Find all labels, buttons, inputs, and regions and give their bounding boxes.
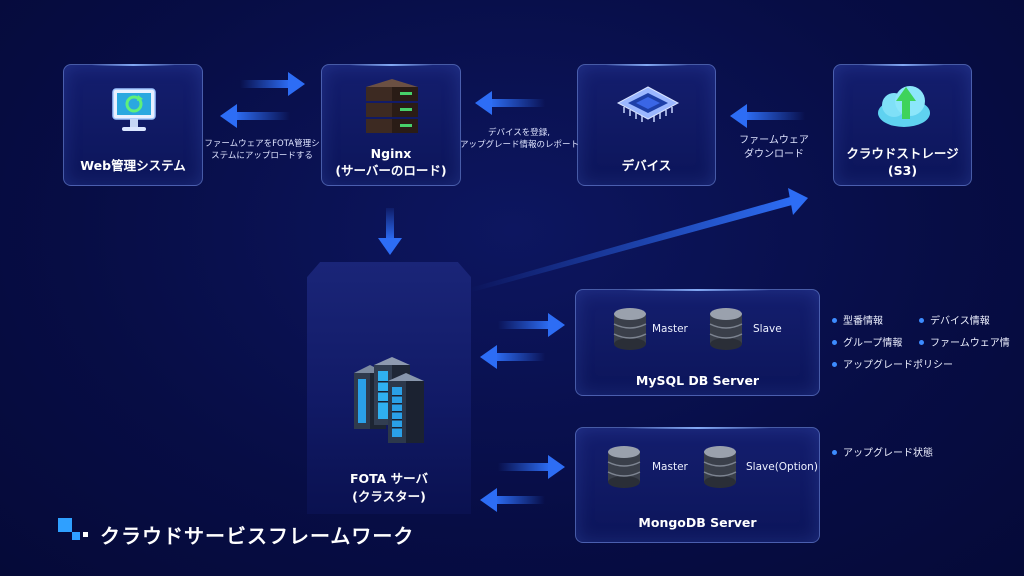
- database-master-icon: [607, 446, 641, 488]
- arrow-mysql-to-fota: [480, 345, 545, 369]
- download-note-line-2: ダウンロード: [744, 149, 804, 160]
- cloud-upload-icon: [878, 86, 930, 127]
- download-note-line-1: ファームウェア: [739, 135, 809, 146]
- mysql-title: MySQL DB Server: [635, 373, 760, 388]
- database-slave-icon: [709, 308, 743, 350]
- web-management-node: Web管理システム: [63, 64, 203, 186]
- fota-title: FOTA サーバ: [349, 471, 429, 486]
- legend-text: 型番情報: [843, 316, 883, 327]
- mongo-title: MongoDB Server: [638, 515, 757, 530]
- upload-note: ファームウェアをFOTA管理シ ステムにアップロードする: [204, 138, 320, 162]
- chip-icon: [616, 86, 680, 122]
- nginx-subtitle: (サーバーのロード): [335, 163, 447, 178]
- brand-logo-icon: [58, 518, 88, 540]
- bullet-icon: [919, 339, 924, 345]
- bullet-icon: [832, 339, 837, 345]
- download-note: ファームウェア ダウンロード: [730, 134, 818, 162]
- arrow-fota-to-cloud: [470, 188, 808, 292]
- legend-text: デバイス情報: [930, 316, 990, 327]
- bullet-icon: [919, 317, 924, 323]
- arrow-cloud-to-device: [730, 104, 805, 128]
- upload-note-line-2: ステムにアップロードする: [211, 151, 313, 161]
- legend-text: ファームウェア情: [930, 338, 1010, 349]
- cloud-storage-title: クラウドストレージ: [846, 146, 959, 161]
- cloud-storage-node: クラウドストレージ (S3): [833, 64, 972, 186]
- arrow-nginx-to-fota: [378, 208, 402, 255]
- database-master-icon: [613, 308, 647, 350]
- arrow-nginx-to-web: [220, 104, 290, 128]
- bullet-icon: [832, 317, 837, 323]
- mysql-legend-item: アップグレードポリシー: [832, 356, 953, 371]
- legend-text: アップグレードポリシー: [843, 360, 953, 371]
- device-label: デバイス: [621, 158, 672, 173]
- footer-title: クラウドサービスフレームワーク: [100, 524, 415, 548]
- mysql-legend-item: グループ情報: [832, 334, 902, 349]
- register-note: デバイスを登録, アップグレード情報のレポート: [460, 127, 580, 151]
- mongodb-node: Master Slave(Option) MongoDB Server: [575, 427, 820, 543]
- bullet-icon: [832, 361, 837, 367]
- mongo-master-label: Master: [652, 461, 688, 473]
- mysql-legend-item: デバイス情報: [919, 312, 990, 327]
- mongo-slave-label: Slave(Option): [746, 461, 818, 473]
- nginx-node: Nginx (サーバーのロード): [321, 64, 461, 186]
- mysql-slave-label: Slave: [753, 323, 782, 335]
- mysql-legend-item: ファームウェア情: [919, 334, 1010, 349]
- mysql-node: Master Slave MySQL DB Server: [575, 289, 820, 396]
- mongo-legend-item: アップグレード状態: [832, 444, 933, 459]
- legend-text: アップグレード状態: [843, 448, 933, 459]
- database-slave-icon: [703, 446, 737, 488]
- arrow-mongo-to-fota: [480, 488, 545, 512]
- mysql-master-label: Master: [652, 323, 688, 335]
- cloud-storage-subtitle: (S3): [887, 163, 918, 178]
- register-note-line-2: アップグレード情報のレポート: [460, 140, 580, 150]
- web-management-label: Web管理システム: [80, 158, 186, 173]
- device-node: デバイス: [577, 64, 716, 186]
- mysql-legend-item: 型番情報: [832, 312, 883, 327]
- bullet-icon: [832, 449, 837, 455]
- arrow-fota-to-mongo: [498, 455, 565, 479]
- server-rack-icon: [366, 79, 418, 133]
- server-cluster-icon: [354, 357, 424, 443]
- nginx-title: Nginx: [370, 146, 412, 161]
- arrow-device-to-nginx: [475, 91, 545, 115]
- upload-note-line-1: ファームウェアをFOTA管理シ: [204, 139, 320, 149]
- arrow-web-to-nginx: [240, 72, 305, 96]
- fota-subtitle: (クラスター): [352, 489, 426, 504]
- legend-text: グループ情報: [843, 338, 903, 349]
- arrow-fota-to-mysql: [498, 313, 565, 337]
- register-note-line-1: デバイスを登録,: [488, 128, 550, 138]
- monitor-icon: [112, 88, 156, 131]
